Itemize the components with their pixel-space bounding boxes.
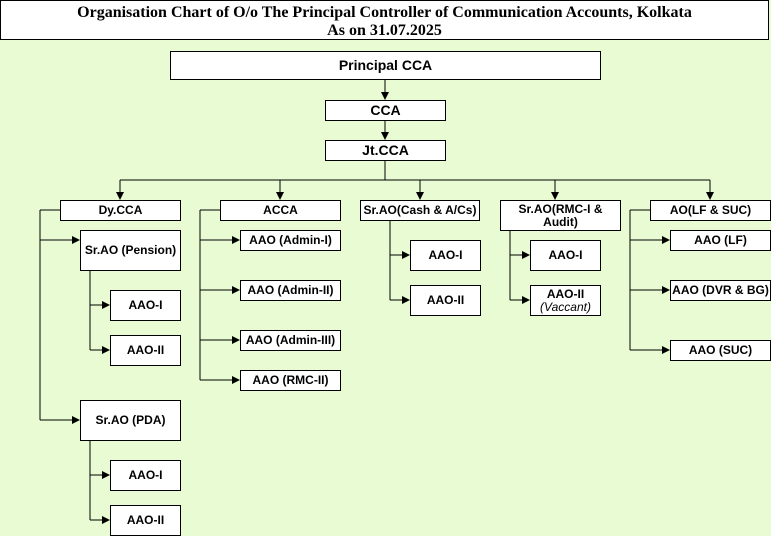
node-label: AAO-I [128, 468, 163, 482]
node-label: Sr.AO (Pension) [84, 243, 177, 257]
node-label-line-1: Sr.AO(RMC-I & [518, 201, 603, 216]
node-aao-dvr-bg: AAO (DVR & BG) [670, 280, 771, 301]
chart-title: Organisation Chart of O/o The Principal … [0, 0, 769, 40]
node-jt-cca: Jt.CCA [325, 140, 446, 161]
node-label: AO(LF & SUC) [669, 203, 752, 217]
node-label: AAO (RMC-II) [252, 373, 329, 387]
node-label: AAO-I [128, 298, 163, 312]
node-label: Sr.AO(Cash & A/Cs) [363, 203, 477, 217]
node-aao-pension-1: AAO-I [110, 290, 181, 321]
node-aao-rmc-audit-2: AAO-II (Vaccant) [530, 285, 601, 316]
node-label: ACCA [263, 203, 298, 217]
node-label: AAO (LF) [694, 233, 747, 247]
node-ao-lf-suc: AO(LF & SUC) [650, 200, 771, 221]
node-label: AAO (Admin-II) [247, 283, 334, 297]
node-aao-admin-3: AAO (Admin-III) [240, 330, 341, 351]
node-aao-rmc-1: AAO-I [530, 240, 601, 271]
node-label: AAO (SUC) [688, 343, 753, 357]
node-label: AAO-II [126, 343, 165, 357]
node-aao-admin-1: AAO (Admin-I) [240, 230, 341, 251]
node-aao-pda-1: AAO-I [110, 460, 181, 491]
node-sr-ao-rmc: Sr.AO(RMC-I & Audit) [500, 200, 621, 231]
node-label: AAO-I [428, 248, 463, 262]
node-aao-suc: AAO (SUC) [670, 340, 771, 361]
node-aao-admin-2: AAO (Admin-II) [240, 280, 341, 301]
node-acca: ACCA [220, 200, 341, 221]
chart-title-line-1: Organisation Chart of O/o The Principal … [77, 4, 692, 21]
node-label: CCA [370, 102, 401, 118]
node-label: AAO-II [126, 513, 165, 527]
node-label: AAO-II [546, 286, 585, 301]
node-label: AAO (Admin-III) [245, 333, 336, 347]
chart-title-line-2: As on 31.07.2025 [327, 22, 442, 39]
node-label: Sr.AO (PDA) [95, 413, 166, 427]
node-label: Jt.CCA [362, 142, 409, 158]
node-label: Dy.CCA [98, 203, 143, 217]
node-aao-pension-2: AAO-II [110, 335, 181, 366]
node-aao-lf: AAO (LF) [670, 230, 771, 251]
node-label: AAO-I [548, 248, 583, 262]
node-label: Principal CCA [338, 57, 433, 73]
node-aao-rmc-2: AAO (RMC-II) [240, 370, 341, 391]
node-sr-ao-cash: Sr.AO(Cash & A/Cs) [360, 200, 480, 221]
node-principal-cca: Principal CCA [170, 51, 601, 80]
node-label: AAO (Admin-I) [249, 233, 332, 247]
node-aao-cash-1: AAO-I [410, 240, 481, 271]
node-dy-cca: Dy.CCA [60, 200, 181, 221]
node-label: AAO (DVR & BG) [672, 283, 769, 297]
node-sr-ao-pension: Sr.AO (Pension) [80, 230, 181, 271]
node-aao-cash-2: AAO-II [410, 285, 481, 316]
node-sr-ao-pda: Sr.AO (PDA) [80, 400, 181, 441]
node-label: AAO-II [426, 293, 465, 307]
node-aao-pda-2: AAO-II [110, 505, 181, 536]
vacant-note: (Vaccant) [540, 299, 591, 314]
node-label-line-2: Audit) [543, 214, 578, 229]
node-cca: CCA [325, 100, 446, 121]
